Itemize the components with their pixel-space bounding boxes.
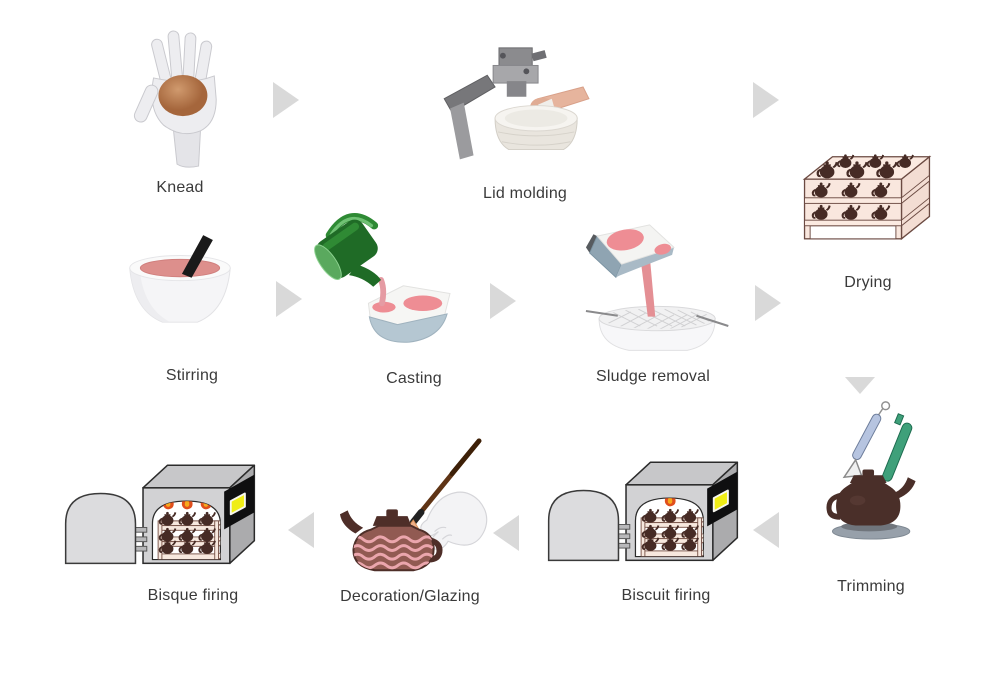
step-label-trimming: Trimming — [837, 578, 905, 595]
arrow-left-icon — [288, 512, 314, 548]
stirring-icon — [129, 235, 231, 323]
arrow-right-icon — [755, 285, 781, 321]
arrow-right-icon — [273, 82, 299, 118]
step-label-biscuit-firing: Biscuit firing — [621, 587, 711, 604]
arrow-right-icon — [753, 82, 779, 118]
lid-molding-icon — [443, 47, 590, 160]
step-label-sludge-removal: Sludge removal — [596, 368, 710, 385]
drying-icon — [802, 154, 932, 241]
casting-icon — [314, 213, 451, 343]
step-label-drying: Drying — [844, 274, 892, 291]
bisque-firing-icon — [60, 452, 260, 569]
step-label-bisque-firing: Bisque firing — [147, 587, 239, 604]
trimming-icon — [826, 401, 916, 540]
step-label-lid-molding: Lid molding — [482, 185, 568, 202]
arrow-right-icon — [490, 283, 516, 319]
step-label-stirring: Stirring — [165, 367, 219, 384]
knead-icon — [133, 30, 217, 168]
arrow-left-icon — [493, 515, 519, 551]
step-label-knead: Knead — [156, 179, 204, 196]
decoration-glazing-icon — [339, 438, 488, 572]
step-label-casting: Casting — [386, 370, 442, 387]
arrow-right-icon — [276, 281, 302, 317]
step-label-decoration-glazing: Decoration/Glazing — [340, 588, 480, 605]
biscuit-firing-icon — [543, 449, 743, 566]
sludge-removal-icon — [585, 224, 729, 351]
arrow-left-icon — [753, 512, 779, 548]
arrow-down-icon — [845, 377, 875, 394]
